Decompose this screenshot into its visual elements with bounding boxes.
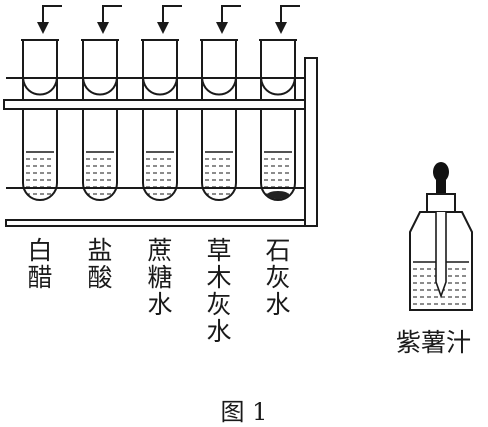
tube-label-char: 盐 [87, 236, 113, 265]
tube-label-char: 酸 [87, 263, 113, 292]
tube-label-char: 木 [206, 263, 232, 292]
dropper-bottle-icon [409, 162, 473, 311]
tube-label: 石灰水 [263, 237, 293, 318]
figure-caption: 图 1 [220, 398, 268, 426]
down-arrow-icon [280, 5, 300, 26]
down-arrow-icon [102, 5, 122, 26]
tube-outline [201, 40, 237, 201]
tube-clamp [22, 77, 58, 96]
arrow-head [157, 22, 169, 34]
bottle-cap [426, 193, 456, 213]
dropper-tube [435, 212, 447, 299]
tube-label-char: 水 [147, 290, 173, 319]
dropper-bottle-label: 紫薯汁 [396, 328, 472, 357]
down-arrow-icon [42, 5, 62, 26]
tube-clamp [82, 77, 118, 96]
tube-label-char: 水 [265, 290, 291, 319]
tube-label-char: 蔗 [147, 236, 173, 265]
tube-label-char: 灰 [206, 290, 232, 319]
tube-clamp [201, 77, 237, 96]
rack-post [304, 57, 318, 227]
tube-label-char: 醋 [27, 263, 53, 292]
tube-label: 草木灰水 [204, 237, 234, 345]
test-tube [81, 5, 122, 201]
tube-clamp [260, 77, 296, 96]
tube-label-char: 石 [265, 236, 291, 265]
tube-outline [22, 40, 58, 201]
tube-label-char: 糖 [147, 263, 173, 292]
rack-shelf [3, 99, 310, 110]
tube-label-char: 白 [27, 236, 53, 265]
rack-base [5, 219, 318, 227]
arrow-head [37, 22, 49, 34]
down-arrow-icon [221, 5, 241, 26]
tube-label-char: 灰 [265, 263, 291, 292]
tube-label-char: 水 [206, 317, 232, 346]
arrow-head [216, 22, 228, 34]
tube-label-char: 草 [206, 236, 232, 265]
tube-label: 盐酸 [85, 237, 115, 291]
dropper-bulb [433, 162, 449, 182]
arrow-head [97, 22, 109, 34]
test-tube-rack [3, 57, 318, 227]
down-arrow-icon [162, 5, 182, 26]
tube-clamp [142, 77, 178, 96]
dropper-bulb-neck [436, 180, 446, 194]
tube-outline [142, 40, 178, 201]
tube-outline [260, 40, 296, 201]
tube-label: 蔗糖水 [145, 237, 175, 318]
arrow-head [275, 22, 287, 34]
sediment [267, 191, 289, 199]
tube-label: 白醋 [25, 237, 55, 291]
tube-outline [82, 40, 118, 201]
